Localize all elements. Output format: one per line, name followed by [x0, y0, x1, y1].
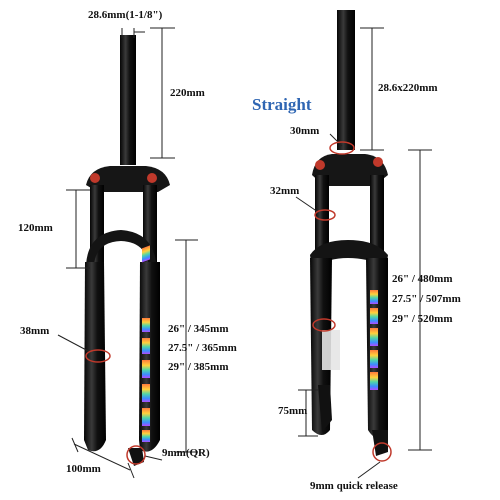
- straight-title: Straight: [252, 95, 312, 114]
- stanchion-highlight: [85, 349, 111, 363]
- stanchion-diameter-label: 38mm: [20, 325, 50, 337]
- left-dimension-lines: [57, 27, 198, 479]
- right-axle-label: 9mm quick release: [310, 480, 398, 492]
- left-axle-label: 9mm(QR): [162, 447, 210, 459]
- upper-diameter-label: 32mm: [270, 185, 300, 197]
- steerer-diameter-label: 28.6mm(1-1/8"): [88, 9, 163, 21]
- dropout-label: 75mm: [278, 405, 308, 417]
- right-dimension-lines: [295, 27, 432, 479]
- right-size-29: 29" / 520mm: [392, 313, 453, 325]
- left-size-26: 26" / 345mm: [168, 323, 229, 335]
- right-size-26: 26" / 480mm: [392, 273, 453, 285]
- right-axle-highlight: [372, 442, 392, 462]
- right-steerer-label: 28.6x220mm: [378, 82, 438, 94]
- left-size-29: 29" / 385mm: [168, 361, 229, 373]
- steerer-length-label: 220mm: [170, 87, 205, 99]
- left-fork-body: [84, 35, 170, 466]
- travel-label: 120mm: [18, 222, 53, 234]
- crown-highlight: [329, 141, 355, 155]
- right-size-275: 27.5" / 507mm: [392, 293, 461, 305]
- right-fork-body: [310, 10, 388, 456]
- upper-highlight: [314, 209, 336, 221]
- hub-spacing-label: 100mm: [66, 463, 101, 475]
- left-size-275: 27.5" / 365mm: [168, 342, 237, 354]
- lower-highlight: [312, 318, 336, 332]
- crown-diameter-label: 30mm: [290, 125, 320, 137]
- axle-highlight: [126, 445, 146, 465]
